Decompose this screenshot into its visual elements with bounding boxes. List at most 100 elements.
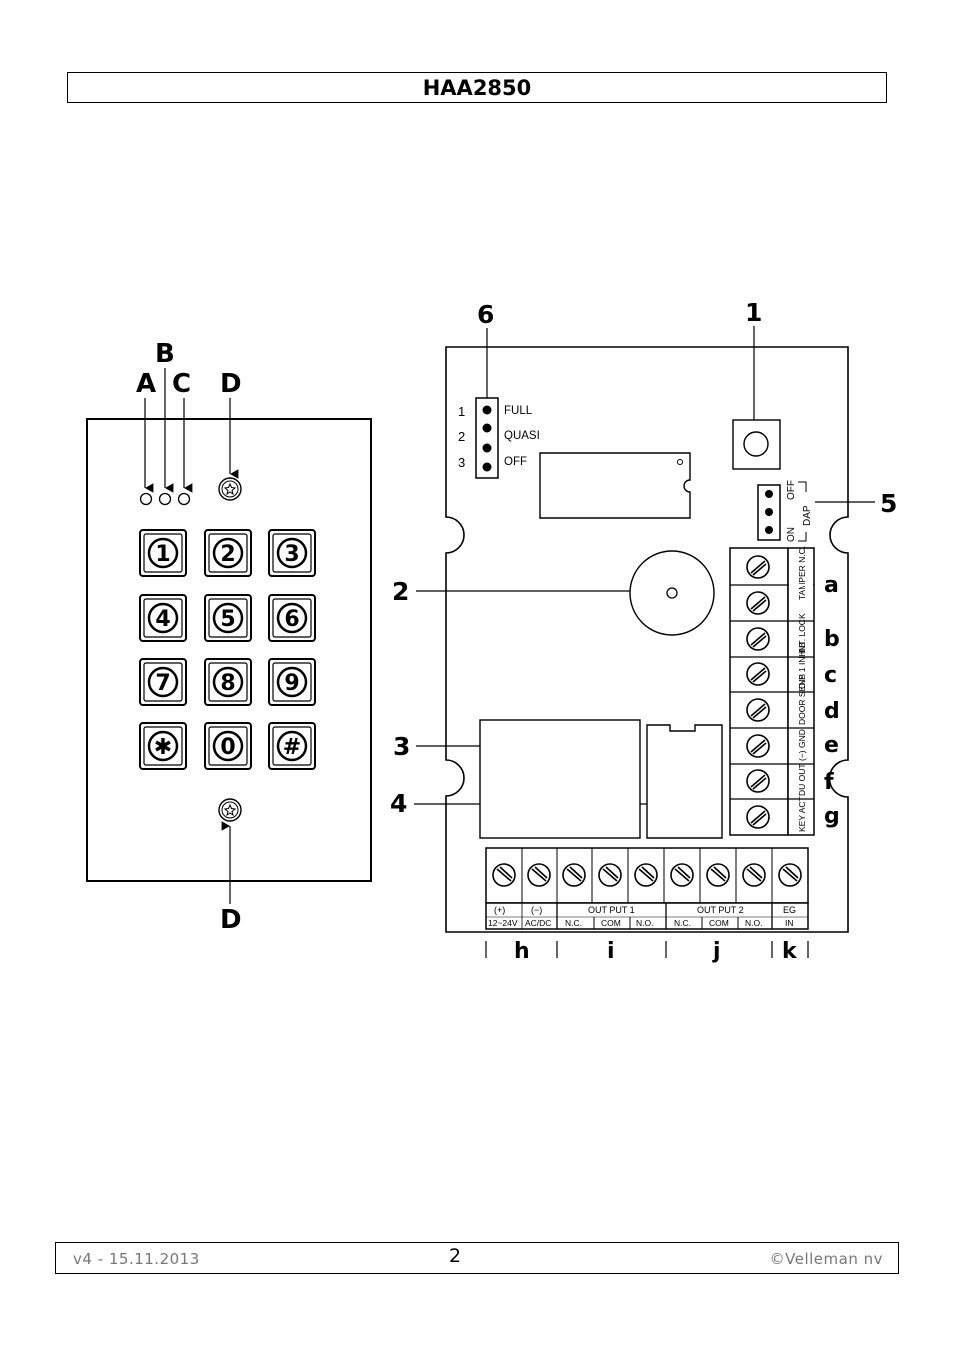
group-h: h (514, 939, 530, 964)
led-a (139, 492, 153, 506)
out2-nc: N.C. (674, 918, 691, 928)
key-1: 2 (204, 529, 252, 577)
jumper6-pos-1: 1 (458, 404, 465, 419)
jumper5-dap: DAP (802, 505, 813, 526)
terminal-label-e: (−) GND (797, 729, 807, 761)
out2-title: OUT PUT 2 (697, 905, 744, 915)
eg-label-2: IN (785, 918, 794, 928)
label-c: C (172, 369, 191, 399)
terminal-screw-icon (746, 734, 770, 758)
jumper5-off: OFF (786, 480, 797, 500)
terminal-screw-icon (746, 805, 770, 829)
callout-4: 4 (390, 789, 407, 818)
jumper6-mode-full: FULL (504, 405, 533, 417)
key-label: # (283, 735, 301, 760)
terminal-letter-a: a (824, 573, 839, 598)
key-10: 0 (204, 722, 252, 770)
group-k: k (782, 939, 798, 964)
terminal-label-d: DOOR SENS (797, 674, 807, 725)
callout-6: 6 (477, 300, 494, 329)
terminal-letter-d: d (824, 699, 840, 724)
key-label: 1 (155, 542, 170, 567)
key-label: 8 (220, 671, 235, 696)
group-i: i (607, 939, 615, 964)
label-a: A (136, 369, 156, 399)
eg-label-1: EG (783, 905, 796, 915)
out1-com: COM (601, 918, 621, 928)
power-plus: (+) (494, 905, 505, 915)
key-6: 7 (139, 658, 187, 706)
terminal-screw-icon (746, 662, 770, 686)
terminal-screw-icon (706, 863, 730, 887)
callout-1: 1 (745, 298, 762, 327)
terminal-screw-icon (746, 591, 770, 615)
key-label: 9 (284, 671, 299, 696)
footer-copyright: ©Velleman nv (769, 1250, 883, 1268)
key-label: 4 (155, 607, 170, 632)
out1-title: OUT PUT 1 (588, 905, 635, 915)
terminal-letter-e: e (824, 733, 839, 758)
terminal-screw-icon (527, 863, 551, 887)
label-d-bottom: D (220, 905, 242, 935)
terminal-screw-icon (746, 627, 770, 651)
out2-com: COM (709, 918, 729, 928)
terminal-label-g: KEY ACT (797, 796, 807, 832)
terminal-letter-g: g (824, 804, 840, 829)
key-label: 6 (284, 607, 299, 632)
terminal-screw-icon (492, 863, 516, 887)
screw-bottom-icon (218, 798, 242, 822)
keypad: A B C D D 1 2 3 4 5 6 7 8 9 ✱ 0 # (86, 339, 372, 935)
power-minus: (−) (531, 905, 542, 915)
out1-nc: N.C. (565, 918, 582, 928)
key-label: 0 (220, 735, 235, 760)
callout-5: 5 (880, 489, 897, 518)
terminal-screw-icon (598, 863, 622, 887)
label-d-top: D (220, 369, 242, 399)
key-7: 8 (204, 658, 252, 706)
terminal-screw-icon (746, 769, 770, 793)
jumper5-on: ON (786, 527, 797, 542)
key-2: 3 (268, 529, 316, 577)
key-label: 5 (220, 607, 235, 632)
footer: v4 - 15.11.2013 2 ©Velleman nv (55, 1242, 899, 1274)
key-label: 2 (220, 542, 235, 567)
key-8: 9 (268, 658, 316, 706)
terminal-letter-b: b (824, 627, 840, 652)
key-0: 1 (139, 529, 187, 577)
callout-2: 2 (392, 577, 409, 606)
header-box: HAA2850 (67, 72, 887, 103)
page-number: 2 (449, 1245, 462, 1267)
terminal-screw-icon (670, 863, 694, 887)
terminal-letter-f: f (824, 770, 834, 795)
terminal-screw-icon (742, 863, 766, 887)
terminal-screw-icon (634, 863, 658, 887)
terminal-label-c: O/P 1 INHIB (797, 642, 807, 689)
terminal-screw-icon (562, 863, 586, 887)
out1-no: N.O. (636, 918, 653, 928)
screw-top-icon (218, 477, 242, 501)
key-3: 4 (139, 594, 187, 642)
led-c (177, 492, 191, 506)
led-b (158, 492, 172, 506)
key-4: 5 (204, 594, 252, 642)
label-b: B (155, 339, 175, 369)
key-label: 7 (155, 671, 170, 696)
footer-version: v4 - 15.11.2013 (73, 1250, 200, 1268)
callout-3: 3 (393, 732, 410, 761)
terminal-letter-c: c (824, 663, 837, 688)
terminal-screw-icon (778, 863, 802, 887)
terminal-screw-icon (746, 698, 770, 722)
power-acdc: AC/DC (525, 918, 551, 928)
terminal-screw-icon (746, 555, 770, 579)
terminal-label-f: DU OUT (797, 763, 807, 796)
page-title: HAA2850 (422, 76, 532, 100)
terminal-label-b: INT. LOCK (797, 613, 807, 654)
jumper6-mode-off: OFF (504, 456, 527, 468)
group-j: j (712, 939, 721, 964)
key-label: ✱ (154, 735, 172, 760)
key-5: 6 (268, 594, 316, 642)
jumper6-pos-3: 3 (458, 455, 465, 470)
power-volt: 12~24V (488, 918, 518, 928)
key-label: 3 (284, 542, 299, 567)
